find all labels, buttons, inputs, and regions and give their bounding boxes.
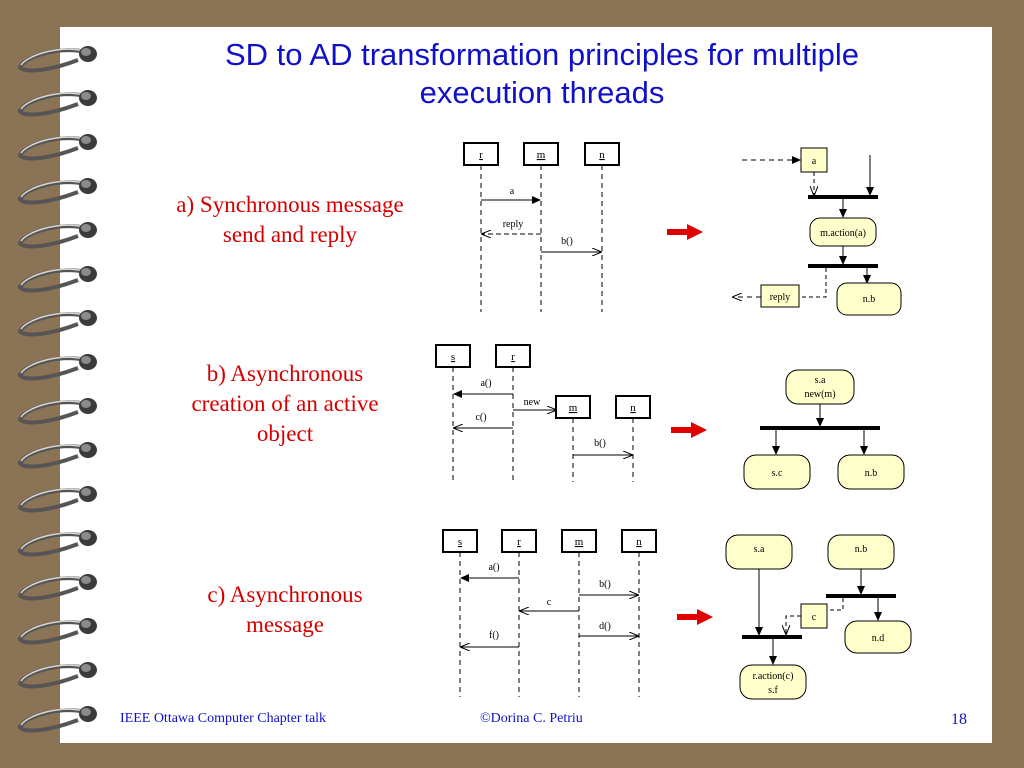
ad-c: s.a n.b c n.d r.action(c) s.f	[725, 534, 912, 700]
sd-c-message-d-label: d()	[599, 621, 611, 632]
ad-c-node-c-label: c	[812, 612, 817, 623]
transform-arrow-c	[677, 609, 713, 625]
footer-center: ©Dorina C. Petriu	[480, 711, 583, 726]
transform-arrow-b	[671, 422, 707, 438]
ad-a-node-nb	[836, 282, 902, 316]
sd-b-object-n-label: n	[630, 402, 636, 414]
label-b-line-1: b) Asynchronous	[206, 361, 364, 386]
sd-a: r m n a reply b()	[463, 142, 620, 312]
sd-b-object-r-label: r	[511, 351, 515, 363]
sd-a-object-m-label: m	[537, 149, 546, 161]
binding-ring	[17, 46, 97, 73]
ad-b: s.a new(m) s.c n.b	[743, 369, 905, 490]
sd-b-object-m-label: m	[569, 402, 578, 414]
label-b: b) Asynchronous creation of an active ob…	[150, 359, 420, 449]
sd-c-message-c-label: c	[547, 597, 552, 608]
label-b-line-3: object	[256, 421, 314, 446]
label-c: c) Asynchronous message	[150, 580, 420, 640]
label-c-line-2: message	[246, 612, 324, 637]
ad-c-node-action	[739, 664, 807, 700]
ad-b-node-top-line-1: s.a	[815, 375, 826, 386]
sd-a-object-r: r	[463, 142, 499, 166]
ad-a-node-a	[800, 147, 828, 173]
binding-ring	[17, 222, 97, 249]
sd-a-object-n-label: n	[599, 149, 605, 161]
sd-c-object-r-label: r	[517, 536, 521, 548]
binding-ring	[17, 486, 97, 513]
sd-b-message-b-label: b()	[594, 438, 606, 449]
binding-ring	[17, 574, 97, 601]
ad-c-node-c	[800, 603, 828, 629]
binding-ring	[17, 442, 97, 469]
binding-ring	[17, 266, 97, 293]
slide-title: SD to AD transformation principles for m…	[60, 36, 1024, 112]
sd-a-message-b-label: b()	[561, 236, 573, 247]
ad-b-node-nb-label: n.b	[865, 468, 878, 479]
ad-c-fork-bar-right	[826, 594, 896, 598]
binding-ring	[17, 310, 97, 337]
ad-c-node-nb-label: n.b	[855, 544, 868, 555]
ad-c-join-bar	[742, 635, 802, 639]
binding-ring	[17, 618, 97, 645]
label-a-line-2: send and reply	[222, 222, 358, 247]
binding-ring	[17, 178, 97, 205]
ad-a-fork-bar-bottom	[808, 264, 878, 268]
binding-ring	[17, 662, 97, 689]
ad-c-node-nd	[844, 620, 912, 654]
ad-a-fork-bar-top	[808, 195, 878, 199]
label-b-line-2: creation of an active	[191, 391, 379, 416]
footer-left: IEEE Ottawa Computer Chapter talk	[120, 711, 327, 726]
sd-c-object-s-label: s	[458, 536, 462, 548]
binding-ring	[17, 354, 97, 381]
ad-c-node-action-line-2: s.f	[768, 685, 778, 696]
page-number: 18	[951, 711, 967, 728]
spiral-binding	[17, 46, 97, 733]
binding-ring	[17, 530, 97, 557]
sd-a-object-m: m	[523, 142, 559, 166]
title-line-1: SD to AD transformation principles for m…	[224, 37, 860, 72]
ad-c-node-nd-label: n.d	[872, 633, 885, 644]
label-a: a) Synchronous message send and reply	[140, 190, 440, 250]
ad-b-node-sc-label: s.c	[772, 468, 783, 479]
ad-a-node-action-label: m.action(a)	[820, 228, 866, 239]
ad-b-node-sc	[743, 454, 811, 490]
sd-b-message-c-label: c()	[475, 412, 486, 423]
sd-a-message-reply-label: reply	[503, 219, 524, 230]
label-a-line-1: a) Synchronous message	[176, 192, 404, 217]
binding-ring	[17, 90, 97, 117]
sd-a-object-r-label: r	[479, 149, 483, 161]
ad-b-node-top-line-2: new(m)	[804, 389, 835, 400]
label-c-line-1: c) Asynchronous	[207, 582, 363, 607]
sd-b-message-new-label: new	[524, 397, 541, 408]
sd-c-object-n-label: n	[636, 536, 642, 548]
sd-b-object-s-label: s	[451, 351, 455, 363]
ad-c-node-sa-label: s.a	[754, 544, 765, 555]
ad-b-node-nb	[837, 454, 905, 490]
transform-arrow-a	[667, 224, 703, 240]
sd-c-object-m-label: m	[575, 536, 584, 548]
ad-a-node-reply	[760, 284, 800, 308]
ad-a-node-a-label: a	[812, 156, 817, 167]
sd-b: s r a() new m n c() b()	[435, 344, 651, 482]
sd-c-message-a-label: a()	[488, 562, 499, 573]
binding-ring	[17, 706, 97, 733]
sd-b-message-a-label: a()	[480, 378, 491, 389]
ad-a-node-reply-label: reply	[770, 292, 791, 303]
binding-ring	[17, 134, 97, 161]
ad-b-fork-bar	[760, 426, 880, 430]
binding-ring	[17, 398, 97, 425]
ad-c-node-action-line-1: r.action(c)	[753, 671, 794, 682]
ad-a-node-nb-label: n.b	[863, 294, 876, 305]
sd-c-message-b-label: b()	[599, 579, 611, 590]
sd-a-object-n: n	[584, 142, 620, 166]
ad-a: a m.action(a) reply n.b	[733, 147, 902, 316]
sd-c: s r m n a() b() c d() f()	[442, 529, 657, 697]
sd-c-message-f-label: f()	[489, 630, 499, 641]
sd-a-message-a-label: a	[510, 186, 515, 197]
title-line-2: execution threads	[419, 75, 665, 110]
